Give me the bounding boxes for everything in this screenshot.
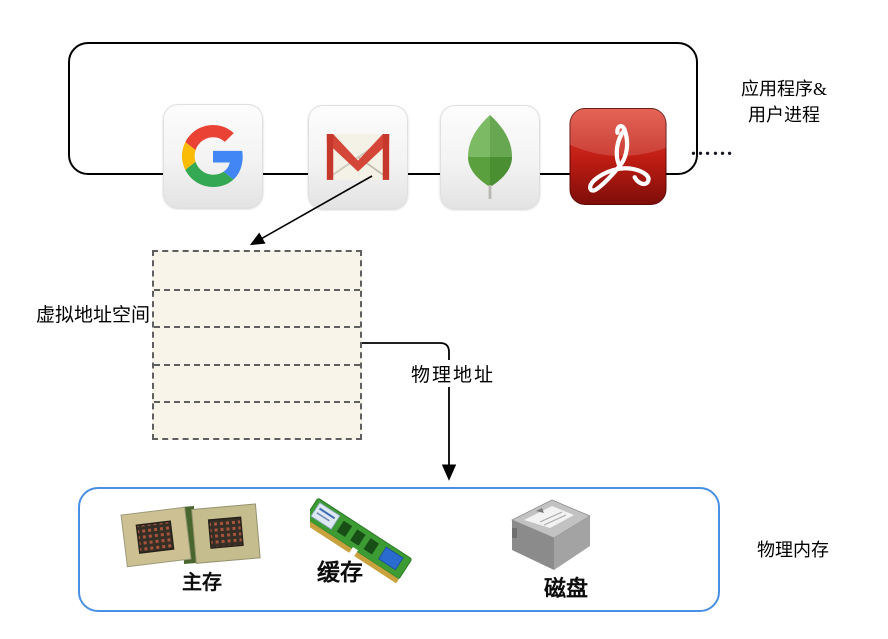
ellipsis-dots: ……	[690, 136, 734, 160]
hard-disk-image	[511, 499, 591, 570]
gmail-icon	[326, 134, 390, 180]
applications-label-line1: 应用程序&	[740, 79, 827, 99]
ram-stick-image	[310, 498, 412, 584]
applications-label: 应用程序& 用户进程	[714, 76, 854, 128]
acrobat-app-tile	[569, 106, 667, 207]
physical-memory-label: 物理内存	[757, 540, 829, 560]
virtual-row-divider	[154, 326, 360, 328]
physical-address-label: 物理地址	[404, 360, 502, 387]
applications-box: ……	[68, 42, 733, 209]
cpu-chips-image	[120, 503, 261, 568]
applications-label-line2: 用户进程	[748, 105, 820, 126]
virtual-row-divider	[154, 364, 360, 366]
google-app-tile	[163, 104, 263, 208]
cache-caption: 缓存	[317, 560, 363, 585]
virtual-address-label: 虚拟地址空间	[35, 305, 150, 326]
virtual-row-divider	[154, 289, 360, 291]
google-icon	[182, 125, 243, 187]
disk-caption: 磁盘	[543, 576, 588, 601]
main-memory-caption: 主存	[182, 572, 222, 594]
mongodb-app-tile	[440, 105, 540, 209]
acrobat-reader-icon	[569, 108, 667, 205]
mongodb-icon	[468, 115, 512, 199]
virtual-address-box	[152, 250, 362, 440]
virtual-row-divider	[154, 401, 360, 403]
gmail-app-tile	[308, 105, 408, 209]
